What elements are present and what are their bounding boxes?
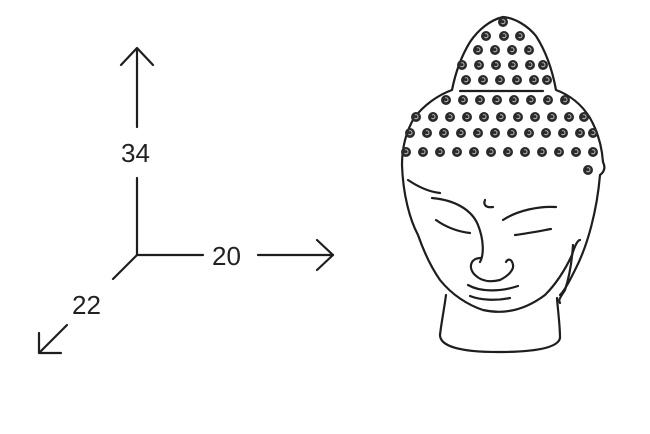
depth-axis-arrow-icon (37, 253, 139, 355)
depth-dimension-label: 22 (72, 290, 101, 320)
height-dimension-label: 34 (121, 138, 150, 168)
width-dimension-label: 20 (212, 241, 241, 271)
buddha-head-illustration (400, 15, 606, 354)
neck-outline (438, 293, 562, 354)
width-axis-arrow-icon (135, 238, 335, 272)
head-outline (400, 15, 606, 313)
height-axis-arrow-icon (119, 46, 155, 257)
hair-curls (401, 17, 598, 175)
